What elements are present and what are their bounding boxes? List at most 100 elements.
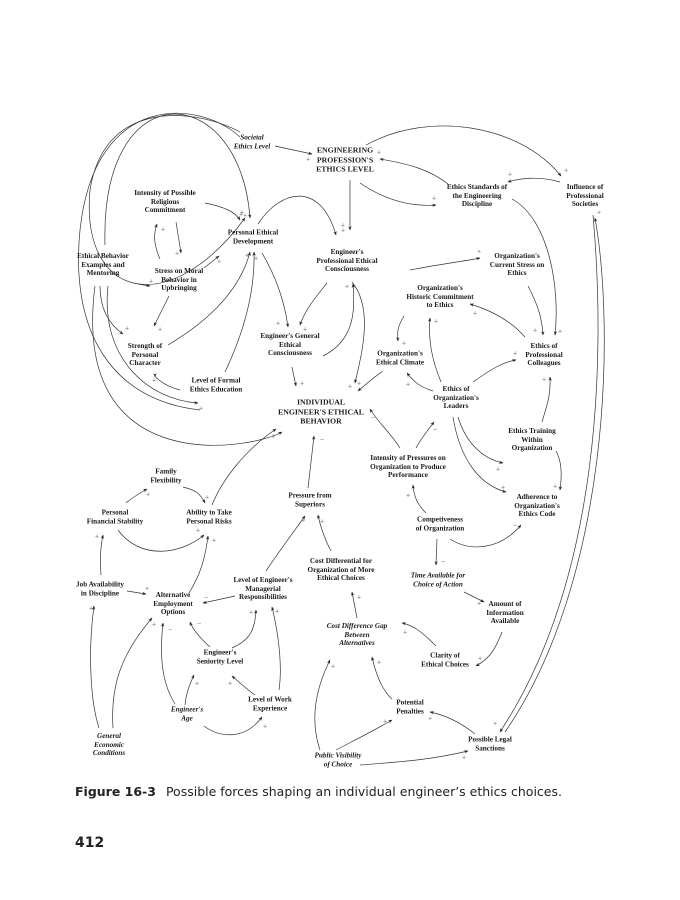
figure-label: Figure 16-3: [75, 784, 156, 799]
node-managerial: Level of Engineer's Managerial Responsib…: [233, 576, 293, 602]
figure-caption: Figure 16-3 Possible forces shaping an in…: [75, 784, 562, 799]
link-influence-to-standards: [507, 177, 561, 183]
link-stress-moral-to-religious: [154, 223, 161, 260]
polarity-sign: +: [248, 609, 254, 617]
polarity-sign: +: [211, 537, 217, 545]
polarity-sign: +: [174, 250, 180, 258]
link-pressures-to-behavior: [369, 408, 401, 449]
link-prof-consc-to-behavior: [351, 281, 365, 384]
node-penalties: Potential Penalties: [396, 698, 424, 715]
link-competitive-to-pressures: [411, 484, 427, 514]
link-standards-to-colleagues: [511, 198, 558, 336]
polarity-sign: +: [477, 655, 483, 663]
link-societal-to-profession: [274, 145, 313, 155]
polarity-sign: +: [319, 518, 325, 526]
polarity-sign: +: [507, 171, 513, 179]
link-clarity-to-gap: [401, 622, 437, 647]
link-org-stress-to-colleagues: [527, 285, 545, 336]
polarity-sign: −: [167, 626, 173, 634]
polarity-sign: +: [472, 310, 478, 318]
polarity-sign: −: [196, 620, 202, 628]
polarity-sign: −: [203, 594, 209, 602]
node-job-avail: Job Availability in Discipline: [76, 580, 124, 597]
polarity-sign: +: [242, 212, 248, 220]
link-economic-to-alt-employ: [112, 617, 153, 729]
link-competitive-to-adherence: [449, 524, 522, 548]
node-standards: Ethics Standards of the Engineering Disc…: [446, 183, 508, 209]
polarity-sign: +: [330, 663, 336, 671]
polarity-sign: +: [427, 715, 433, 723]
polarity-sign: +: [461, 754, 467, 762]
link-superiors-to-behavior: [307, 435, 316, 489]
polarity-sign: +: [244, 252, 250, 260]
polarity-sign: +: [195, 527, 201, 535]
node-risks: Ability to Take Personal Risks: [186, 508, 232, 525]
link-work-exp-to-managerial: [271, 606, 281, 691]
node-adherence: Adherence to Organization's Ethics Code: [514, 493, 560, 519]
link-alt-employ-to-risks: [188, 535, 210, 594]
polarity-sign: +: [239, 209, 245, 217]
polarity-sign: +: [216, 258, 222, 266]
polarity-sign: +: [532, 327, 538, 335]
polarity-sign: +: [275, 320, 281, 328]
node-org-stress: Organization's Current Stress on Ethics: [489, 252, 545, 278]
node-info: Amount of Information Available: [486, 600, 524, 626]
node-economic: General Economic Conditions: [92, 732, 126, 758]
page-number: 412: [75, 835, 105, 851]
polarity-sign: +: [512, 350, 518, 358]
link-leaders-to-adherence: [452, 416, 507, 493]
polarity-sign: +: [194, 680, 200, 688]
polarity-sign: +: [476, 248, 482, 256]
link-org-climate-to-behavior: [357, 370, 384, 392]
polarity-sign: +: [238, 211, 244, 219]
polarity-sign: +: [198, 405, 204, 413]
polarity-sign: +: [563, 167, 569, 175]
polarity-sign: +: [431, 195, 437, 203]
figure-caption-text: Possible forces shaping an individual en…: [165, 784, 562, 799]
link-societal-outer-loop: [78, 112, 241, 411]
node-competitive: Competiveness of Organization: [415, 515, 465, 532]
link-legal-to-influence: [504, 217, 605, 733]
link-legal-to-penalties: [429, 711, 476, 735]
link-pressures-to-leaders: [415, 421, 435, 449]
node-societal: Societal Ethics Level: [233, 133, 271, 150]
polarity-sign: +: [541, 376, 547, 384]
node-fin-stab: Personal Financial Stability: [86, 508, 144, 525]
polarity-sign: +: [376, 149, 382, 157]
node-time-avail: Time Available for Choice of Action: [410, 571, 466, 588]
polarity-sign: +: [347, 383, 353, 391]
node-role-models: Ethical Behavior Examples and Mentoring: [77, 252, 129, 278]
node-influence: Influence of Professional Societies: [566, 183, 604, 209]
link-managerial-to-superiors: [265, 515, 306, 572]
polarity-sign: +: [356, 380, 362, 388]
polarity-sign: +: [204, 494, 210, 502]
polarity-sign: +: [401, 340, 407, 348]
link-gen-consc-to-prof-consc: [322, 283, 355, 357]
link-colleagues-to-org-historic: [469, 303, 526, 338]
polarity-sign: +: [262, 723, 268, 731]
link-role-models-to-formal-ed: [106, 285, 199, 405]
node-age: Engineer's Age: [170, 705, 204, 722]
link-role-models-to-personal-dev: [104, 113, 252, 246]
polarity-sign: +: [495, 466, 501, 474]
link-org-historic-to-org-stress: [409, 257, 481, 271]
polarity-sign: +: [344, 283, 350, 291]
polarity-sign: +: [151, 621, 157, 629]
link-prof-consc-to-gen-consc: [299, 282, 328, 326]
node-gap: Cost Difference Gap Between Alternatives: [326, 622, 388, 648]
polarity-sign: +: [476, 600, 482, 608]
polarity-sign: +: [302, 326, 308, 334]
link-influence-to-legal: [499, 214, 599, 733]
link-org-historic-to-org-climate: [395, 315, 405, 342]
link-cost-diff-to-superiors: [317, 514, 332, 552]
link-risks-to-behavior: [211, 428, 277, 506]
polarity-sign: +: [402, 629, 408, 637]
link-leaders-to-training: [457, 416, 504, 464]
node-profession: ENGINEERING PROFESSION'S ETHICS LEVEL: [316, 145, 374, 174]
polarity-sign: −: [440, 558, 446, 566]
polarity-sign: +: [376, 659, 382, 667]
polarity-sign: +: [340, 227, 346, 235]
node-visibility: Public Visibility of Choice: [314, 751, 362, 768]
link-seniority-to-managerial: [231, 609, 258, 649]
